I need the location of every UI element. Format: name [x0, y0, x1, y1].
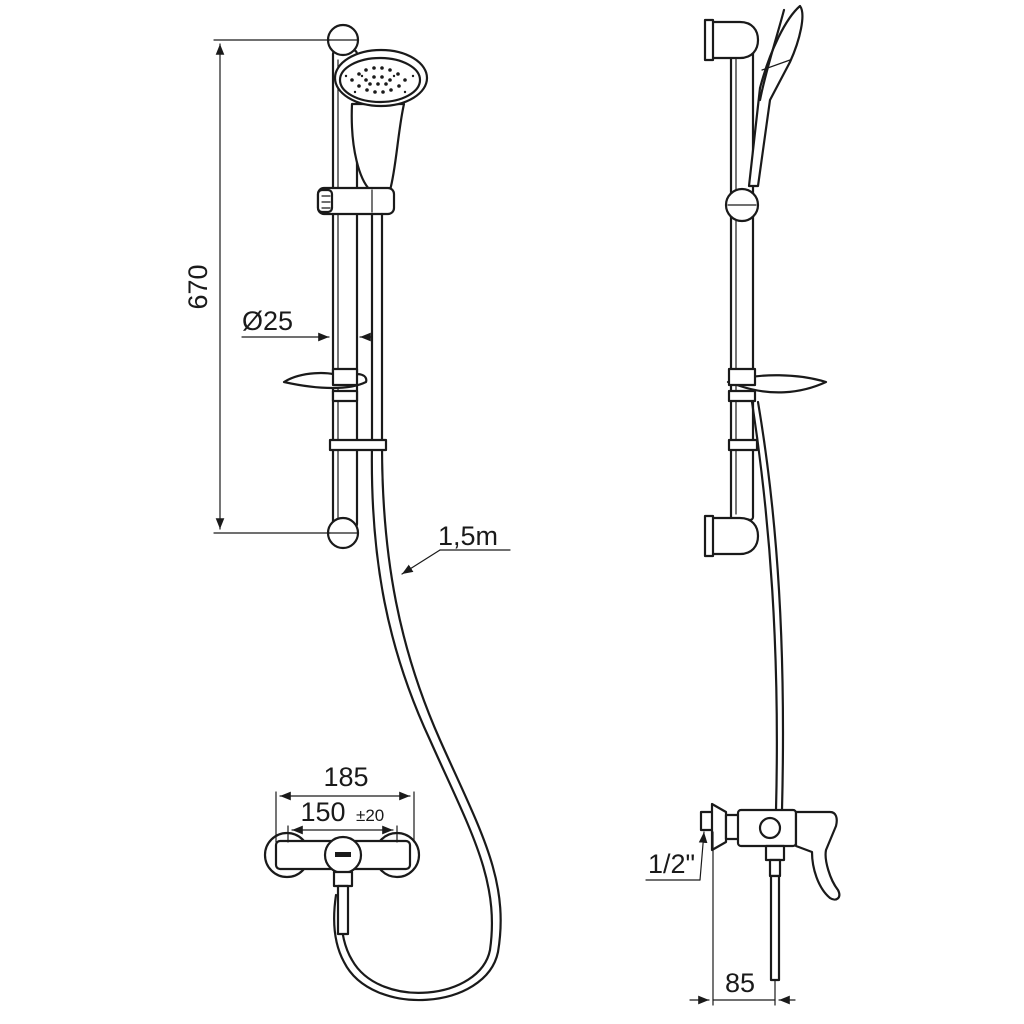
side-soap-dish [726, 367, 828, 403]
shower-hose [332, 212, 502, 1002]
hose-length-label: 1,5m [438, 521, 498, 551]
soap-dish [282, 367, 368, 403]
side-shower-hose [750, 400, 785, 812]
dimension-rail-length: 670 [183, 39, 331, 534]
side-hand-shower [747, 4, 804, 188]
dimension-projection: 85 [689, 831, 796, 1006]
dimension-thread: 1/2" [645, 831, 708, 881]
centers-tolerance-label: ±20 [356, 806, 384, 825]
dimension-hose-length: 1,5m [401, 521, 511, 575]
bottom-wall-bracket [326, 516, 360, 550]
rail-diameter-label: Ø25 [242, 306, 293, 336]
side-mixer [699, 802, 841, 982]
front-view: 670 Ø25 1,5m 185 150 ±20 [183, 23, 511, 1002]
centers-label: 150 [300, 797, 345, 827]
mixer-width-label: 185 [323, 762, 368, 792]
slider-holder [316, 186, 396, 216]
dimension-rail-diameter: Ø25 [241, 306, 373, 342]
side-bottom-bracket [703, 514, 760, 558]
spray-nozzles [344, 66, 415, 94]
side-top-bracket [703, 18, 760, 62]
rail-length-label: 670 [183, 264, 213, 309]
dimension-mixer-width: 185 [275, 762, 415, 843]
hose-clip [328, 438, 388, 452]
dimension-centers: 150 ±20 [287, 797, 398, 843]
side-rail [729, 48, 755, 522]
side-slider-holder [724, 187, 760, 223]
mixer-front [263, 831, 421, 936]
top-wall-bracket [326, 23, 360, 57]
thread-label: 1/2" [648, 849, 695, 879]
side-hose-clip [727, 438, 759, 452]
hand-shower [333, 48, 429, 192]
projection-label: 85 [725, 968, 755, 998]
side-view: 1/2" 85 [645, 4, 841, 1006]
